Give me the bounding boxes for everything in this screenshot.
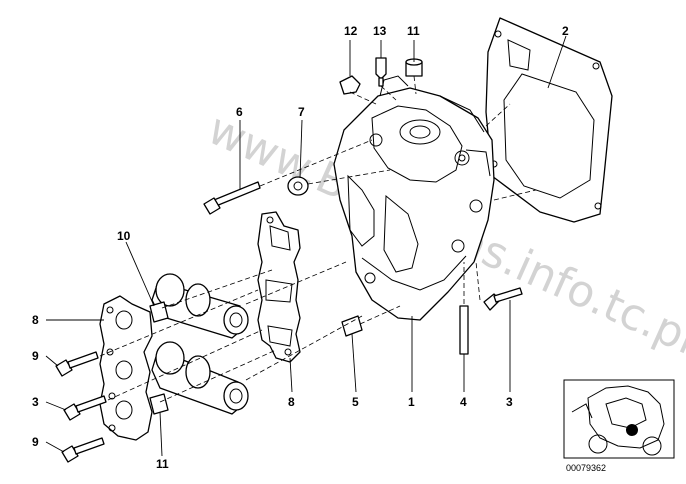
callout-3-left: 3 — [32, 395, 39, 409]
callout-8-left: 8 — [32, 313, 39, 327]
callout-10: 10 — [117, 229, 131, 243]
temperature-sensor-13 — [375, 57, 387, 87]
callout-11-bottom: 11 — [156, 457, 169, 471]
callout-12: 12 — [344, 24, 358, 38]
callout-8-right: 8 — [288, 395, 295, 409]
nut-7 — [287, 176, 309, 196]
cylinder-head — [333, 75, 495, 321]
callout-1: 1 — [408, 395, 415, 409]
callout-9-upper: 9 — [32, 349, 39, 363]
camshaft-upper — [151, 273, 249, 339]
camshaft-lower — [151, 341, 249, 415]
callout-2: 2 — [562, 24, 569, 38]
callout-7: 7 — [298, 105, 305, 119]
callout-13: 13 — [373, 24, 387, 38]
dowel-sleeve-11-bottom — [149, 393, 169, 415]
callout-6: 6 — [236, 105, 243, 119]
callout-3-right: 3 — [506, 395, 513, 409]
bolt-3-left — [63, 395, 107, 421]
bearing-cap-left — [99, 295, 153, 441]
bolt-9-lower — [61, 437, 105, 463]
callout-5: 5 — [352, 395, 359, 409]
bolt-3-right — [483, 287, 523, 311]
cylinder-head-gasket — [485, 17, 613, 223]
screw-plug-12 — [339, 75, 361, 95]
leader-lines — [45, 35, 567, 457]
assembly-lines — [99, 75, 537, 403]
callout-11-top: 11 — [407, 24, 420, 38]
bearing-bridge-right — [257, 211, 301, 363]
stud-4 — [459, 305, 469, 355]
doc-id: 00079362 — [566, 463, 606, 473]
callout-9-lower: 9 — [32, 435, 39, 449]
location-marker-icon — [626, 424, 638, 436]
dowel-sleeve-10 — [149, 301, 169, 323]
bolt-9-upper — [55, 351, 99, 377]
callout-4: 4 — [460, 395, 467, 409]
motorcycle-thumbnail — [563, 379, 675, 459]
dowel-sleeve-5 — [341, 315, 363, 337]
bolt-6 — [203, 181, 261, 215]
